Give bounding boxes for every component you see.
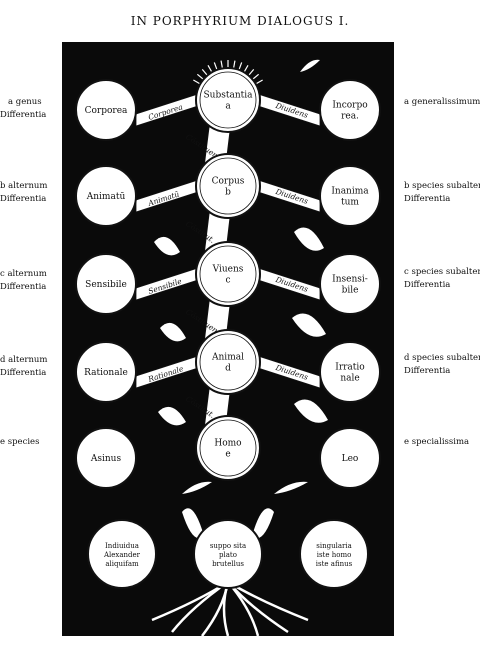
right-note-b: b species subalternum Differentia (404, 181, 480, 204)
leaf-2 (154, 236, 180, 256)
left-note-a: a genus Differentia (0, 97, 47, 120)
leaf-6 (158, 406, 186, 426)
leaf-3 (292, 313, 326, 337)
right-label-2: Insensi-bile (332, 275, 368, 296)
bottom-node-0 (87, 519, 157, 589)
trunk-node-ring-1 (199, 157, 257, 215)
left-node-0 (75, 79, 137, 141)
left-node-3 (75, 341, 137, 403)
trunk-node-ring-3 (199, 333, 257, 391)
left-label-3: Rationale (84, 368, 128, 378)
leaf-9 (182, 508, 204, 539)
porphyrian-tree: CōstituensCōstitut.CōstituensCōstitut.Co… (75, 59, 381, 636)
left-node-4 (75, 427, 137, 489)
left-label-2: Sensibile (85, 280, 127, 290)
left-label-1: Animatū (86, 192, 126, 202)
right-node-2 (319, 253, 381, 315)
leaf-8 (274, 481, 308, 494)
left-note-e: e species (0, 437, 40, 447)
page-title: IN PORPHYRIUM DIALOGUS I. (130, 14, 350, 28)
trunk-node-ring-2 (199, 245, 257, 303)
leaf-5 (294, 399, 328, 423)
right-node-4 (319, 427, 381, 489)
leaf-0 (300, 59, 320, 72)
left-node-2 (75, 253, 137, 315)
right-node-3 (319, 341, 381, 403)
leaf-4 (160, 322, 186, 342)
right-node-0 (319, 79, 381, 141)
right-node-1 (319, 165, 381, 227)
left-label-4: Asinus (90, 454, 122, 464)
trunk-node-2 (195, 241, 261, 307)
trunk-node-3 (195, 329, 261, 395)
root-6 (227, 580, 309, 622)
right-label-4: Leo (342, 454, 359, 464)
right-note-a: a generalissimum (404, 97, 480, 107)
bottom-node-2 (299, 519, 369, 589)
left-label-0: Corporea (85, 106, 128, 116)
left-note-c: c alternum Differentia (0, 269, 47, 292)
leaf-10 (252, 508, 274, 539)
trunk-node-ring-4 (199, 419, 257, 477)
trunk-node-4 (195, 415, 261, 481)
bottom-node-1 (193, 519, 263, 589)
leaf-1 (294, 227, 324, 251)
trunk-node-0 (195, 67, 261, 133)
right-note-d: d species subalternum Differentia (404, 353, 480, 376)
left-note-d: d alternum Differentia (0, 355, 48, 378)
left-note-b: b alternum Differentia (0, 181, 48, 204)
leaf-7 (182, 481, 212, 494)
right-note-e: e specialissima (404, 437, 470, 447)
right-note-c: c species subalternum Differentia (404, 267, 480, 290)
trunk-node-ring-0 (199, 71, 257, 129)
left-node-1 (75, 165, 137, 227)
trunk-node-1 (195, 153, 261, 219)
